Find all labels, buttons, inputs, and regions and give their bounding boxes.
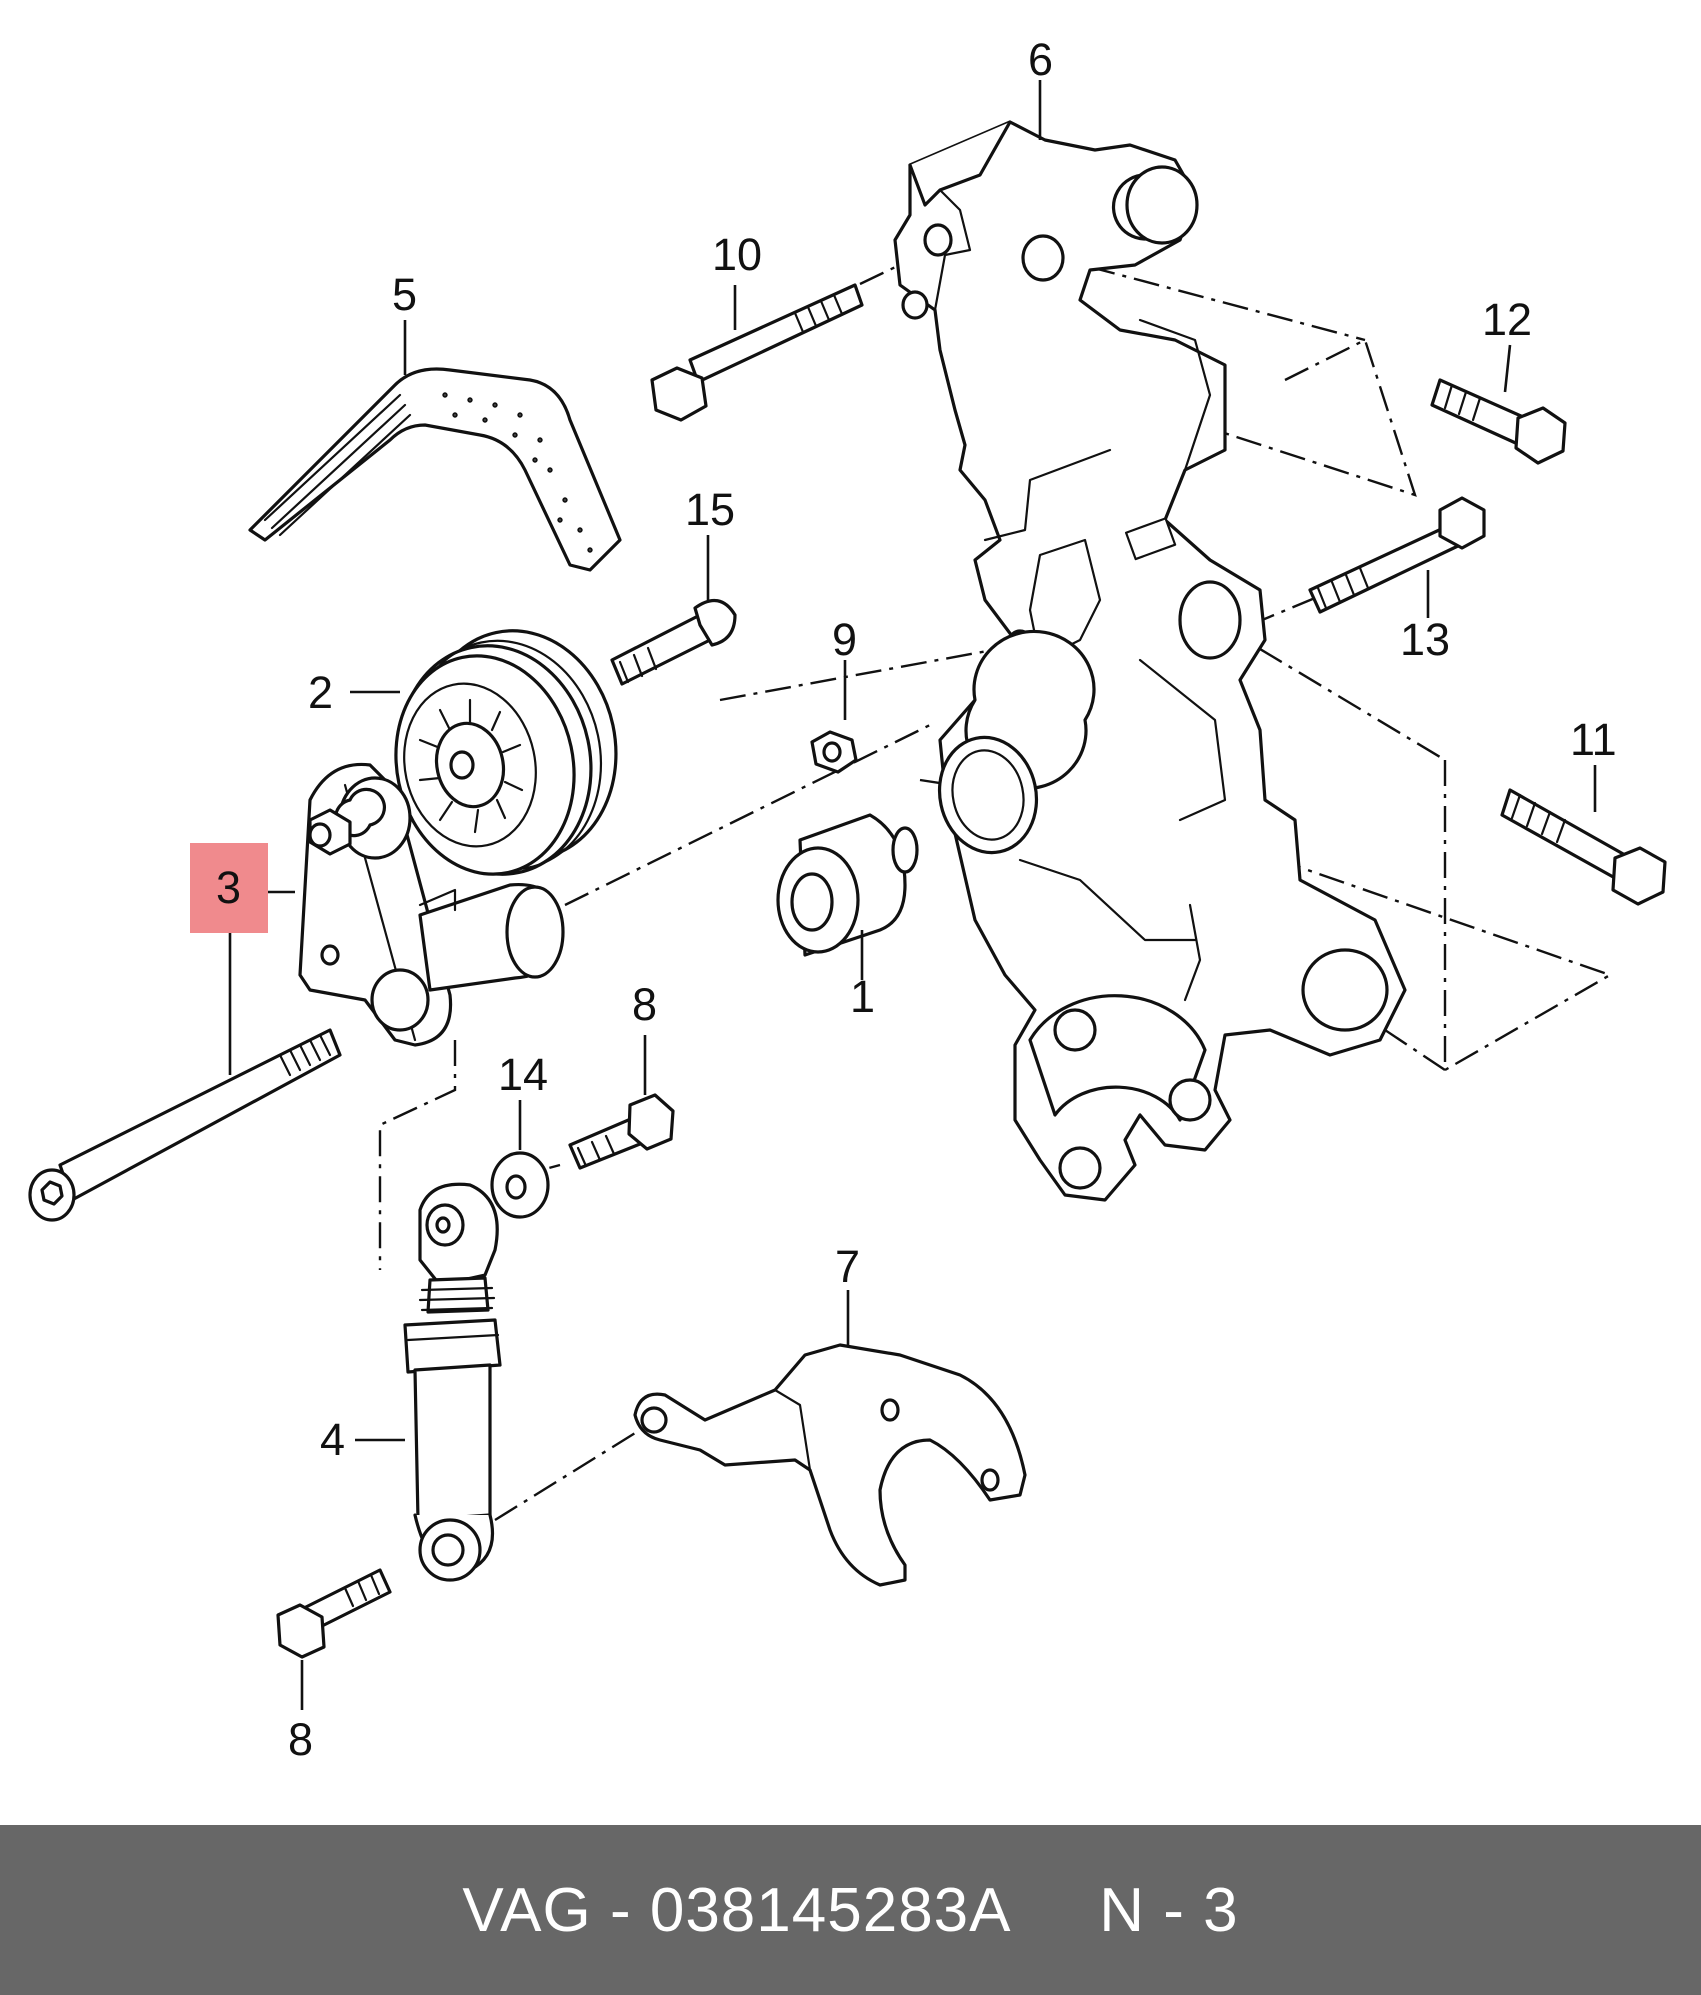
ribbed-belt-drawing bbox=[248, 367, 622, 572]
callout-4[interactable]: 4 bbox=[320, 1414, 345, 1465]
tensioner-arm-drawing bbox=[298, 762, 565, 1047]
highlight-box-3 bbox=[190, 843, 268, 933]
callout-8-upper[interactable]: 8 bbox=[632, 979, 657, 1030]
callout-14[interactable]: 14 bbox=[498, 1049, 548, 1100]
bolt-11-drawing bbox=[1500, 788, 1667, 906]
part-number-text: VAG - 038145283A N - 3 bbox=[462, 1875, 1239, 1945]
exploded-parts-diagram: 6 5 10 12 15 13 9 2 11 3 8 1 14 7 4 8 bbox=[28, 34, 1667, 1765]
callout-5[interactable]: 5 bbox=[392, 269, 417, 320]
callout-labels: 6 5 10 12 15 13 9 2 11 3 8 1 14 7 4 8 bbox=[216, 34, 1617, 1765]
plate-bracket-drawing bbox=[633, 1343, 1027, 1587]
bolt-15-drawing bbox=[610, 598, 737, 686]
callout-3[interactable]: 3 bbox=[216, 862, 241, 913]
diagram-svg: 6 5 10 12 15 13 9 2 11 3 8 1 14 7 4 8 bbox=[28, 34, 1667, 1765]
callout-11[interactable]: 11 bbox=[1570, 714, 1617, 765]
callout-9[interactable]: 9 bbox=[832, 614, 857, 665]
bolt-8-lower-drawing bbox=[276, 1568, 392, 1659]
callout-1[interactable]: 1 bbox=[850, 971, 875, 1022]
callout-13[interactable]: 13 bbox=[1400, 614, 1450, 665]
bolt-8-upper-drawing bbox=[568, 1093, 675, 1170]
long-bolt-drawing bbox=[28, 1028, 342, 1222]
callout-7[interactable]: 7 bbox=[835, 1241, 860, 1292]
damper-drawing bbox=[403, 1182, 502, 1582]
callout-15[interactable]: 15 bbox=[685, 484, 735, 535]
washer-drawing bbox=[490, 1151, 550, 1219]
bolt-13-drawing bbox=[1308, 496, 1486, 614]
pulley-drawing bbox=[394, 629, 618, 876]
callout-6[interactable]: 6 bbox=[1028, 34, 1053, 85]
callout-12[interactable]: 12 bbox=[1482, 294, 1532, 345]
bolt-12-drawing bbox=[1430, 378, 1567, 465]
leader-lines bbox=[228, 80, 1597, 1710]
bushing-drawing bbox=[776, 813, 919, 957]
nut-drawing bbox=[810, 730, 858, 774]
callout-2[interactable]: 2 bbox=[308, 667, 333, 718]
main-bracket-drawing bbox=[893, 120, 1407, 1202]
bolt-10-drawing bbox=[650, 283, 864, 422]
callout-8-lower[interactable]: 8 bbox=[288, 1714, 313, 1765]
callout-10[interactable]: 10 bbox=[712, 229, 762, 280]
part-number-banner: VAG - 038145283A N - 3 bbox=[0, 1825, 1701, 1995]
